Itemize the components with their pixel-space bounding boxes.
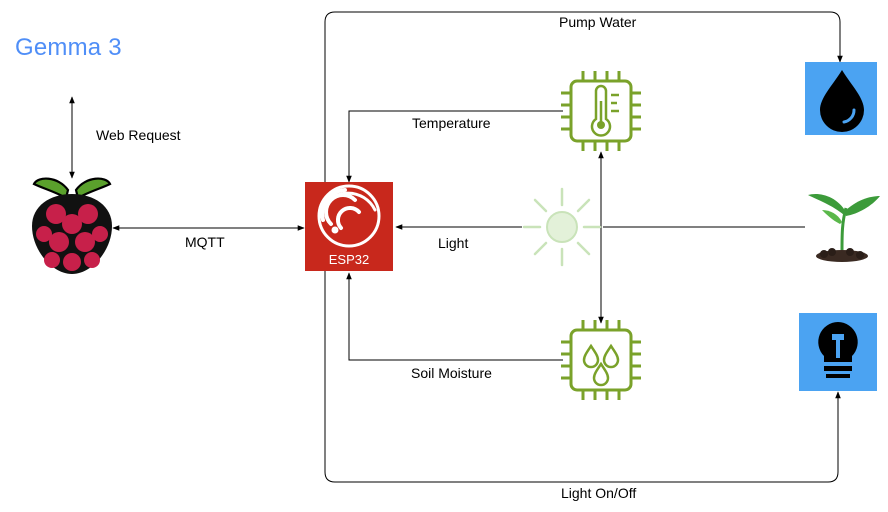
light-on-off-label: Light On/Off xyxy=(561,485,637,501)
light-on-off-line xyxy=(324,270,841,483)
soil-moisture-arrow xyxy=(346,272,563,361)
mqtt-label: MQTT xyxy=(185,234,225,250)
water-drops-chip-icon xyxy=(561,320,641,400)
light-bulb-icon xyxy=(799,313,877,391)
temperature-label: Temperature xyxy=(412,115,491,131)
esp32-icon xyxy=(305,182,393,271)
temperature-arrow xyxy=(346,110,563,183)
water-drop-icon xyxy=(805,62,877,135)
raspberry-pi-icon xyxy=(32,177,112,274)
thermometer-chip-icon xyxy=(561,71,641,151)
web-request-label: Web Request xyxy=(96,127,181,143)
soil-moisture-label: Soil Moisture xyxy=(411,365,492,381)
pump-water-line xyxy=(324,11,843,270)
light-label: Light xyxy=(438,235,469,251)
plant-seedling-icon xyxy=(808,193,880,262)
connectors xyxy=(69,11,843,483)
esp32-label: ESP32 xyxy=(328,252,370,267)
gemma-logo: Gemma 3 xyxy=(15,34,122,61)
pump-water-label: Pump Water xyxy=(559,14,637,30)
sun-icon xyxy=(522,187,602,267)
